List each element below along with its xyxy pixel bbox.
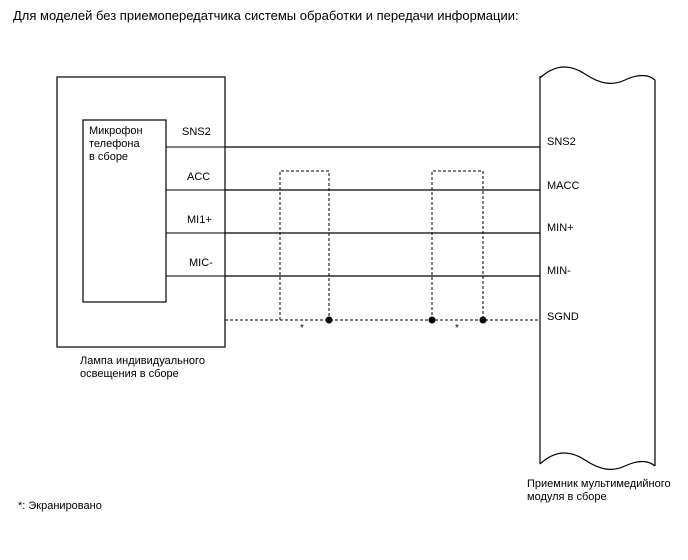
shield-segment-right (431, 170, 484, 320)
pin-label-receiver-macc: MACC (547, 180, 580, 192)
receiver-top-break (539, 66, 656, 84)
junction-dot (479, 316, 487, 324)
pin-label-receiver-sns2: SNS2 (547, 136, 576, 148)
pin-label-mi1: MI1+ (187, 214, 212, 226)
microphone-label-line: Микрофон (89, 125, 143, 137)
shield-mark: * (455, 323, 459, 334)
lamp-assembly-box (56, 76, 226, 348)
lamp-assembly-label-line: освещения в сборе (80, 368, 179, 380)
lamp-assembly-label: Лампа индивидуального освещения в сборе (80, 355, 205, 381)
microphone-label-line: в сборе (89, 151, 129, 163)
footnote: *: Экранировано (18, 500, 102, 512)
page-title: Для моделей без приемопередатчика систем… (13, 8, 519, 23)
microphone-assembly-box (82, 119, 167, 303)
junction-dot (325, 316, 333, 324)
receiver-label-line: модуля в сборе (527, 491, 607, 503)
microphone-label: Микрофон телефона в сборе (89, 125, 143, 164)
receiver-label: Приемник мультимедийного модуля в сборе (527, 478, 671, 504)
receiver-bottom-break (539, 452, 656, 470)
shield-segment-left (279, 170, 330, 320)
pin-label-acc: ACC (187, 171, 211, 183)
lamp-assembly-label-line: Лампа индивидуального (80, 355, 205, 367)
pin-label-receiver-sgnd: SGND (547, 311, 579, 323)
pin-label-receiver-min-minus: MIN- (547, 265, 571, 277)
pin-label-mic: MIC- (189, 257, 213, 269)
pin-label-sns2: SNS2 (182, 126, 211, 138)
junction-dot (428, 316, 436, 324)
shield-mark: * (300, 323, 304, 334)
receiver-label-line: Приемник мультимедийного (527, 478, 671, 490)
microphone-label-line: телефона (89, 138, 140, 150)
pin-label-receiver-min-plus: MIN+ (547, 222, 574, 234)
